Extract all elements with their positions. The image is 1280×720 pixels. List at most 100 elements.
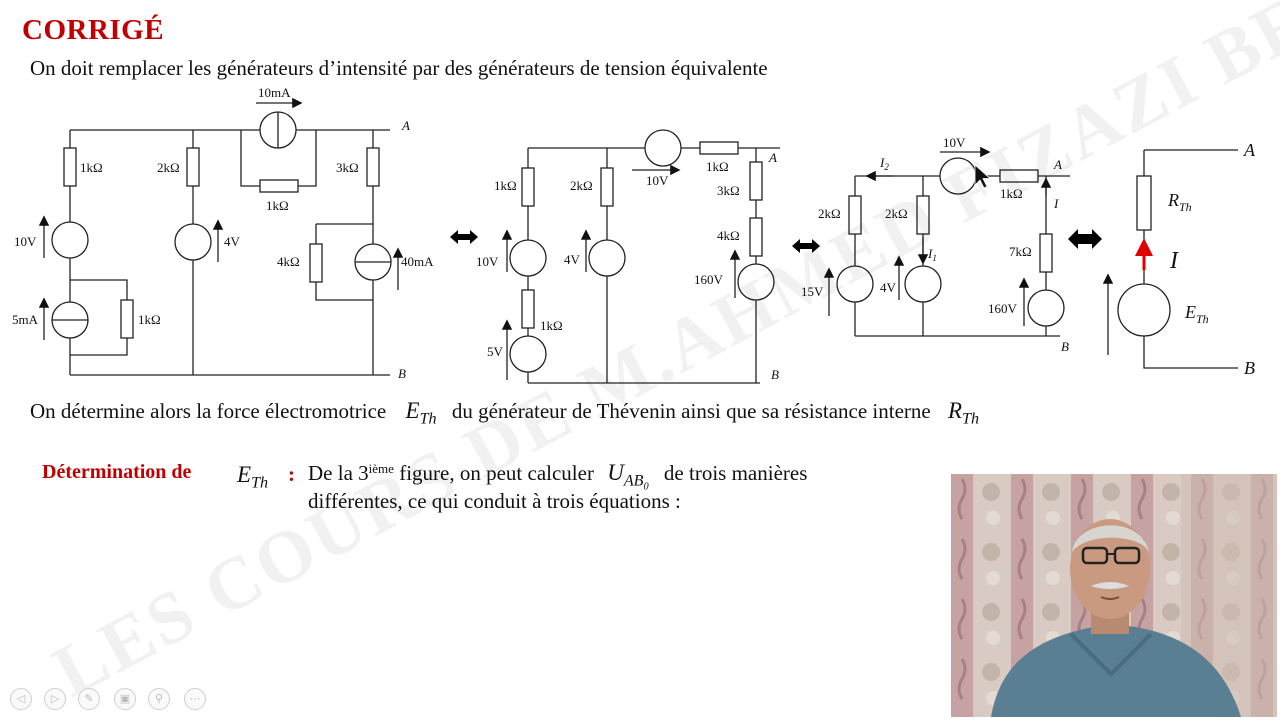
c1-r-mid: 2kΩ xyxy=(157,160,180,175)
determination-eth-symbol: ETh xyxy=(237,462,269,492)
c2-r-right2: 4kΩ xyxy=(717,228,740,243)
resistor xyxy=(186,147,200,187)
resistor xyxy=(63,147,77,187)
c2-r-left-top: 1kΩ xyxy=(494,178,517,193)
c3-current-i2: I2 xyxy=(879,155,889,172)
c3-src-right: 160V xyxy=(988,301,1018,316)
c3-r-mid: 2kΩ xyxy=(885,206,908,221)
c4-current: I xyxy=(1169,248,1179,274)
resistor xyxy=(600,167,614,207)
c3-node-a: A xyxy=(1053,157,1062,172)
resistor xyxy=(916,195,930,235)
more-icon[interactable]: ⋯ xyxy=(184,688,206,710)
determination-text-line2: différentes, ce qui conduit à trois équa… xyxy=(308,489,681,513)
c3-current-i1: I1 xyxy=(927,246,937,263)
c1-isrc-right: 40mA xyxy=(401,254,434,269)
c1-isrc-left: 5mA xyxy=(12,312,39,327)
c1-r-right: 3kΩ xyxy=(336,160,359,175)
c1-r-top: 1kΩ xyxy=(266,198,289,213)
voltage-source xyxy=(588,239,626,277)
determination-text-line1: De la 3ième figure, on peut calculer UAB… xyxy=(308,460,808,493)
resistor xyxy=(521,289,535,329)
c3-r-right: 7kΩ xyxy=(1009,244,1032,259)
voltage-source xyxy=(509,335,547,373)
c3-src-mid: 4V xyxy=(880,280,897,295)
slides-icon[interactable]: ▣ xyxy=(114,688,136,710)
zoom-icon[interactable]: ⚲ xyxy=(148,688,170,710)
c2-src-mid: 4V xyxy=(564,252,581,267)
resistor xyxy=(1136,175,1152,231)
c2-node-a: A xyxy=(768,150,777,165)
resistor xyxy=(1039,233,1053,273)
circuit-2-labels: 1kΩ 10V 1kΩ 5V 2kΩ 4V 10V 1kΩ 3kΩ 4kΩ 16… xyxy=(476,150,779,382)
intro-text: On doit remplacer les générateurs d’inte… xyxy=(30,56,768,80)
determination-label: Détermination de xyxy=(42,461,192,483)
c1-r-right-lower: 4kΩ xyxy=(277,254,300,269)
voltage-source xyxy=(509,239,547,277)
c1-src-left: 10V xyxy=(14,234,37,249)
c3-r-top: 1kΩ xyxy=(1000,186,1023,201)
c3-node-b: B xyxy=(1061,339,1069,354)
c4-e-th: ETh xyxy=(1184,302,1209,326)
c1-node-a: A xyxy=(401,118,410,133)
resistor xyxy=(749,217,763,257)
thevenin-sentence: On détermine alors la force électromotri… xyxy=(30,398,979,429)
eth-symbol: ETh xyxy=(405,398,437,428)
circuit-4-labels: RTh I ETh A B xyxy=(1167,140,1256,378)
c2-r-mid: 2kΩ xyxy=(570,178,593,193)
c1-r-left-bottom: 1kΩ xyxy=(138,312,161,327)
resistor xyxy=(999,169,1039,183)
c2-node-b: B xyxy=(771,367,779,382)
resistor xyxy=(521,167,535,207)
presenter-webcam xyxy=(951,474,1277,717)
c4-r-th: RTh xyxy=(1167,190,1192,214)
rth-symbol: RTh xyxy=(947,398,980,428)
voltage-source xyxy=(1027,289,1065,327)
c1-node-b: B xyxy=(398,366,406,381)
determination-colon: : xyxy=(288,462,295,486)
c3-current-i: I xyxy=(1053,196,1059,211)
slide-title: CORRIGÉ xyxy=(22,14,165,46)
c2-src-left: 10V xyxy=(476,254,499,269)
equivalence-arrow-icon xyxy=(1068,229,1102,249)
c1-r-left-top: 1kΩ xyxy=(80,160,103,175)
c2-r-left-bottom: 1kΩ xyxy=(540,318,563,333)
voltage-source xyxy=(174,223,212,261)
circuit-2 xyxy=(501,129,780,384)
u-ab0-symbol: UAB0 xyxy=(607,460,649,493)
c2-src-top: 10V xyxy=(646,173,669,188)
circuit-diagrams: 1kΩ 10V 5mA 1kΩ 2kΩ 4V 10mA 1kΩ 3kΩ 4kΩ … xyxy=(12,85,1256,384)
equivalence-arrow-icon xyxy=(450,230,478,244)
thevenin-before: On détermine alors la force électromotri… xyxy=(30,399,387,423)
voltage-source xyxy=(737,263,775,301)
presenter-video-frame xyxy=(951,474,1277,717)
voltage-source xyxy=(836,265,874,303)
c3-src-left: 15V xyxy=(801,284,824,299)
resistor xyxy=(749,161,763,201)
circuit-1-labels: 1kΩ 10V 5mA 1kΩ 2kΩ 4V 10mA 1kΩ 3kΩ 4kΩ … xyxy=(12,85,434,381)
c2-src-right: 160V xyxy=(694,272,724,287)
resistor xyxy=(259,179,299,193)
c2-src-left-bottom: 5V xyxy=(487,344,504,359)
resistor xyxy=(120,299,134,339)
c2-r-top: 1kΩ xyxy=(706,159,729,174)
c3-r-left: 2kΩ xyxy=(818,206,841,221)
voltage-source xyxy=(644,129,682,167)
c2-r-right1: 3kΩ xyxy=(717,183,740,198)
c4-node-b: B xyxy=(1244,358,1255,378)
resistor xyxy=(699,141,739,155)
circuit-3-labels: I2 2kΩ 15V 2kΩ I1 4V 10V 1kΩ I 7kΩ 160V … xyxy=(801,135,1069,354)
previous-icon[interactable]: ◁ xyxy=(10,688,32,710)
c3-src-top: 10V xyxy=(943,135,966,150)
c1-src-mid: 4V xyxy=(224,234,241,249)
equivalence-arrow-icon xyxy=(792,239,820,253)
circuit-3 xyxy=(823,146,1070,337)
circuit-1 xyxy=(38,97,404,376)
next-icon[interactable]: ▷ xyxy=(44,688,66,710)
mouse-cursor-icon xyxy=(974,164,992,189)
voltage-source xyxy=(904,265,942,303)
resistor xyxy=(366,147,380,187)
pen-icon[interactable]: ✎ xyxy=(78,688,100,710)
circuit-4 xyxy=(1102,149,1238,369)
resistor xyxy=(309,243,323,283)
